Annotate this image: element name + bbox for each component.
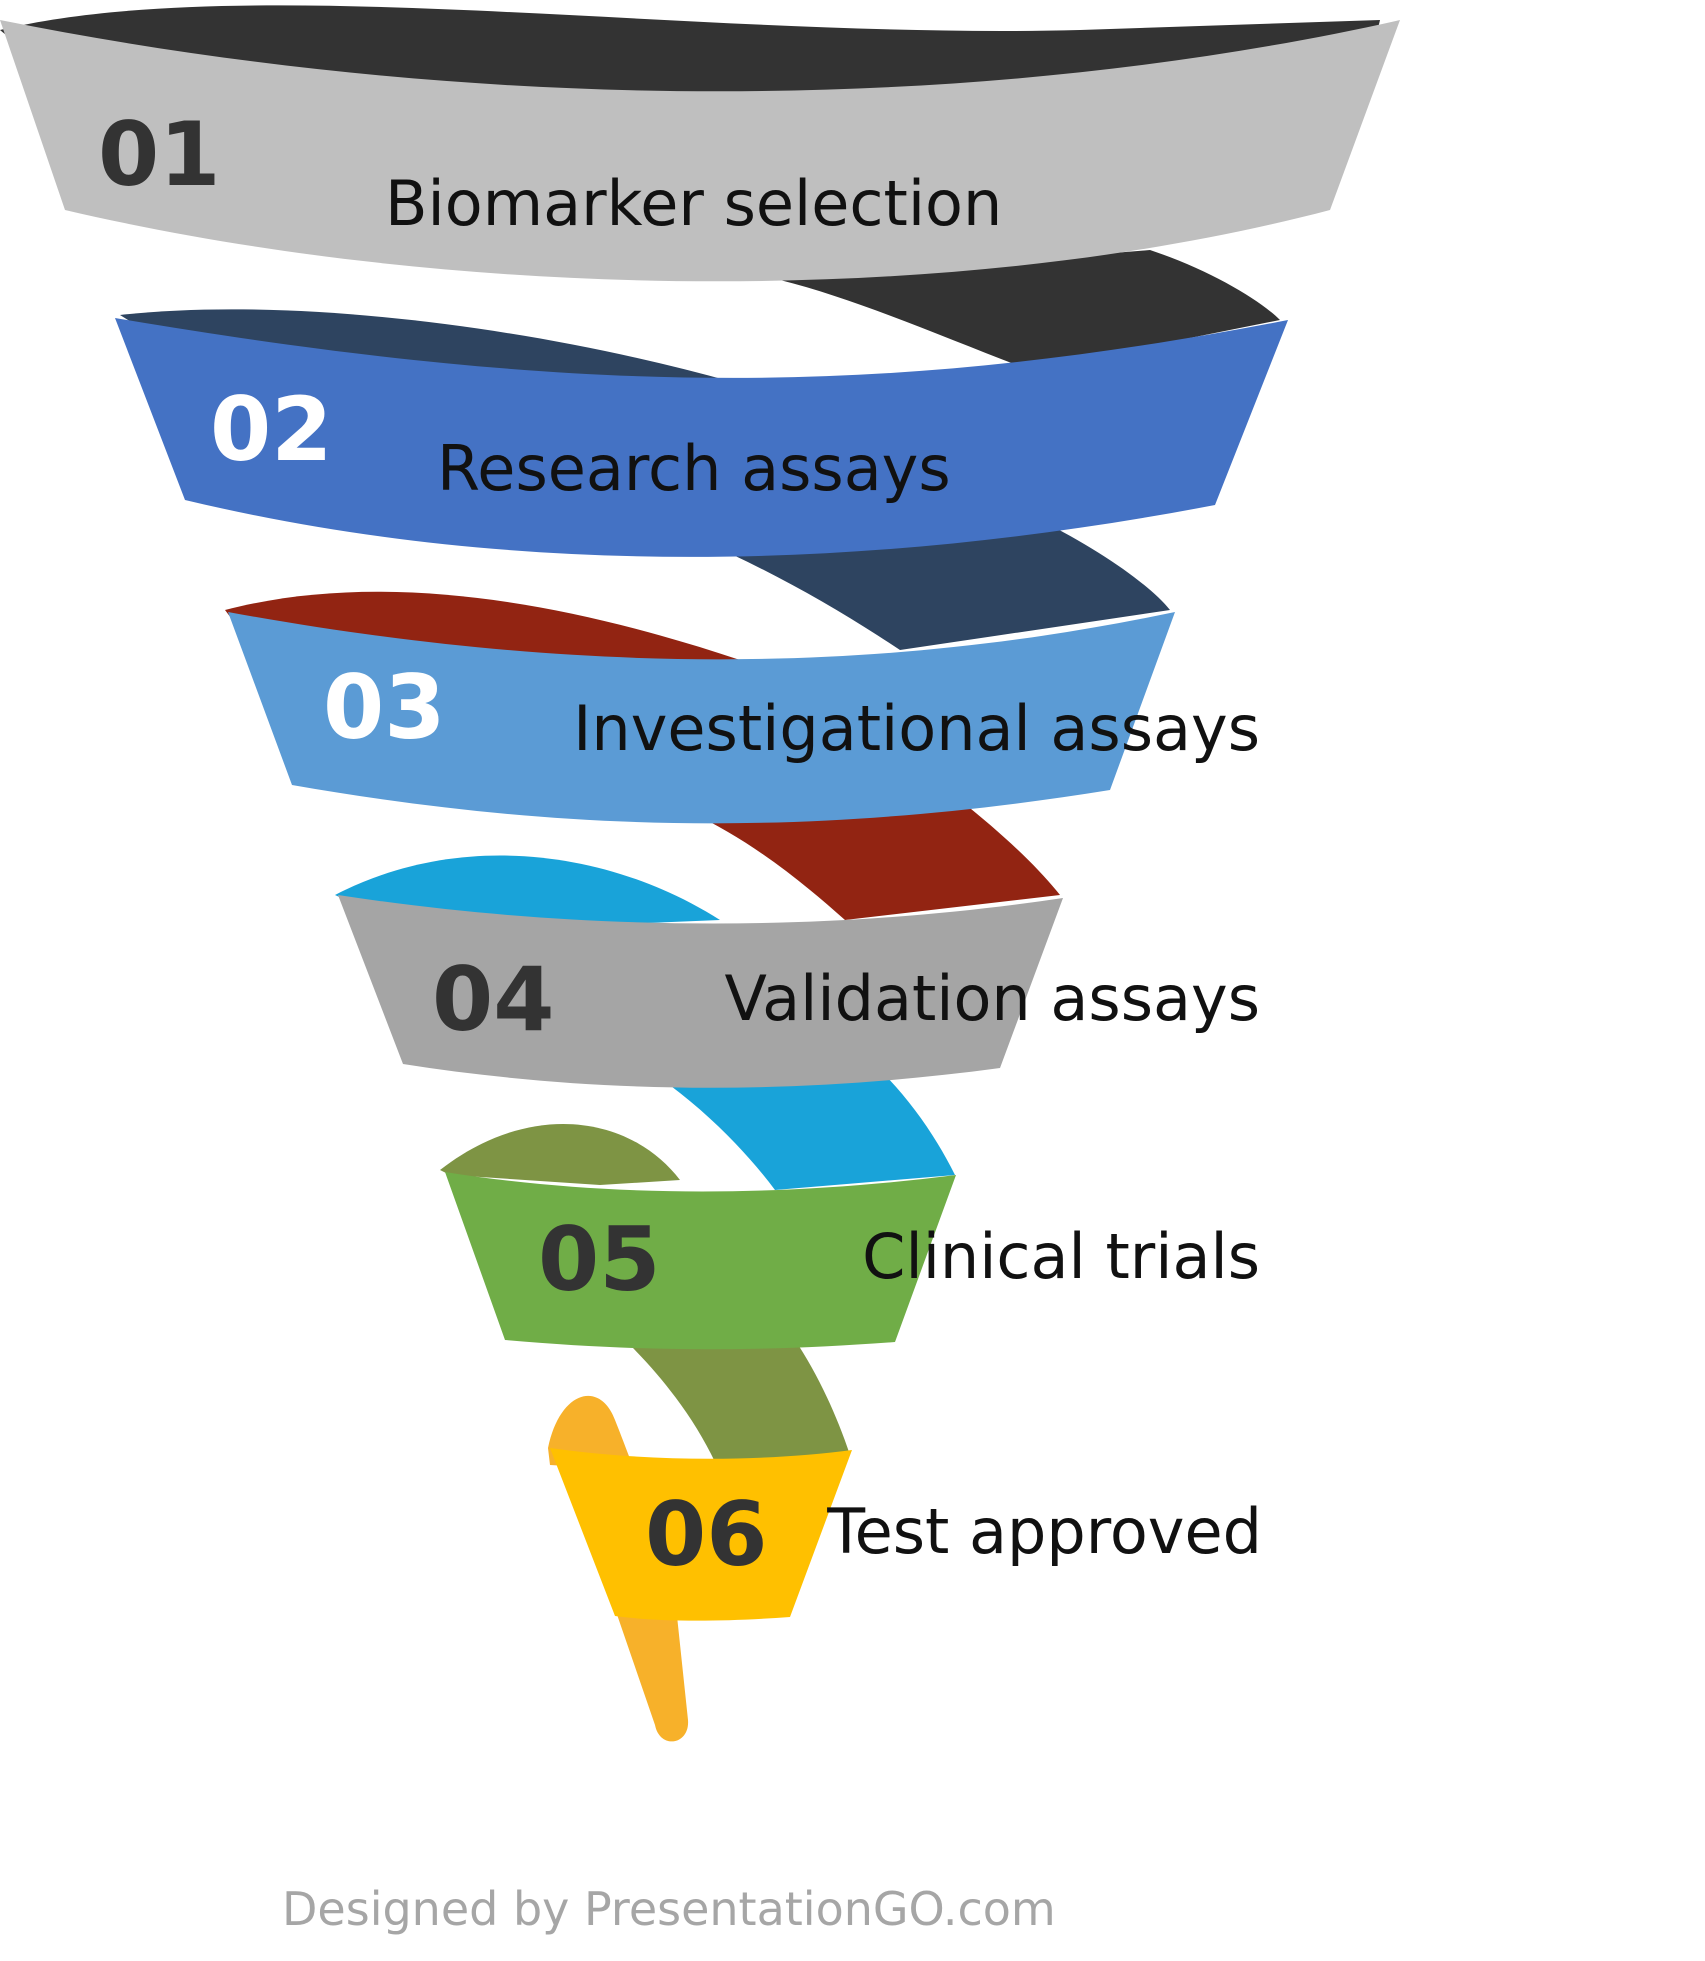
step-number-01: 01 (98, 103, 220, 206)
ribbon-front-06 (550, 1448, 852, 1621)
step-number-02: 02 (210, 378, 332, 481)
step-number-05: 05 (538, 1208, 660, 1311)
ribbon-front-05 (445, 1172, 956, 1350)
ribbon-front-03 (228, 612, 1175, 824)
credit-text: Designed by PresentationGO.com (282, 1882, 1056, 1936)
step-label-06: Test approved (826, 1495, 1262, 1568)
step-label-05: Clinical trials (862, 1220, 1260, 1293)
step-number-06: 06 (645, 1483, 767, 1586)
step-label-04: Validation assays (725, 962, 1260, 1035)
ribbon-tail-06 (612, 1597, 689, 1742)
ribbon-connector-04 (660, 1070, 955, 1190)
step-label-02: Research assays (437, 432, 951, 505)
ribbon-connector-05 (630, 1340, 850, 1462)
step-label-01: Biomarker selection (385, 167, 1002, 240)
step-number-04: 04 (432, 948, 554, 1051)
ribbon-front-04 (338, 895, 1063, 1088)
step-label-03: Investigational assays (573, 692, 1260, 765)
ribbon-back-05 (440, 1123, 680, 1185)
ribbon-front-02 (115, 318, 1288, 557)
ribbon-connector-03 (690, 800, 1060, 920)
ribbon-connector-01 (780, 250, 1280, 370)
ribbon-front-01 (0, 20, 1400, 282)
ribbon-back-03 (225, 591, 740, 668)
step-number-03: 03 (323, 656, 445, 759)
